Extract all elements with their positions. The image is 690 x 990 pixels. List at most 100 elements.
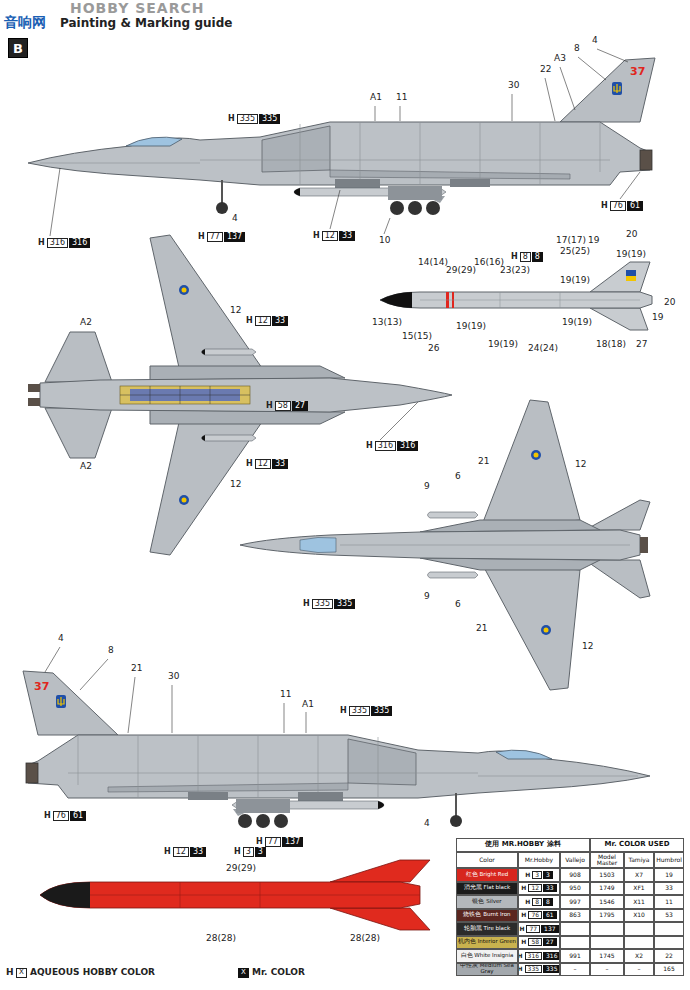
mr-color-code: 8	[532, 252, 543, 262]
table-cell: X10	[624, 909, 654, 923]
illustration-path	[428, 572, 479, 578]
color-swatch: 银色 Silver	[456, 895, 518, 909]
paint-cell: H335335	[518, 963, 560, 977]
illustration-path	[50, 168, 640, 236]
table-cell: XF1	[624, 882, 654, 896]
callout-number: 18(18)	[596, 340, 626, 350]
callout-number: 29(29)	[446, 266, 476, 276]
paint-code: 12	[255, 459, 271, 469]
illustration-path	[480, 400, 580, 530]
illustration-path	[240, 530, 640, 560]
paint-code: 316	[375, 441, 396, 451]
color-name: 烧铁色 Burnt Iron	[463, 912, 510, 918]
paint-callout: H316316	[518, 952, 560, 960]
paint-code: 335	[525, 965, 542, 973]
column-heading: Model Master	[591, 854, 623, 867]
illustration-path	[420, 292, 640, 308]
column-header: Tamiya	[624, 852, 654, 868]
paint-callout: H1233	[164, 847, 206, 857]
callout-number: A3	[554, 54, 566, 64]
column-header: Mr.Hobby	[518, 852, 560, 868]
callout-number: 10	[379, 236, 390, 246]
table-value: 997	[569, 899, 580, 905]
paint-cell: H77137	[518, 922, 560, 936]
paint-code: 316	[47, 238, 68, 248]
table-cell	[560, 936, 590, 950]
column-header: Vallejo	[560, 852, 590, 868]
callout-number: 25(25)	[560, 247, 590, 257]
callout-number: 8	[108, 646, 114, 656]
mr-color-code: 335	[334, 599, 355, 609]
color-name: 白色 White Insignia	[461, 953, 514, 959]
illustration-path	[380, 292, 412, 308]
legend-sample: H	[6, 968, 14, 978]
paint-prefix: H	[38, 239, 45, 247]
paint-prefix: H	[521, 939, 526, 945]
section-badge: B	[8, 38, 28, 58]
callout-number: 20	[626, 230, 637, 240]
mr-color-code: 33	[272, 459, 288, 469]
paint-callout: H77137	[198, 232, 245, 242]
callout-number: 11	[280, 690, 291, 700]
illustration-rect	[28, 384, 40, 392]
column-header: Humbrol	[654, 852, 684, 868]
illustration-path	[330, 860, 430, 882]
paint-code: 3	[243, 847, 254, 857]
paint-callout: H7661	[521, 911, 556, 919]
illustration-path	[45, 647, 306, 733]
mr-color-code: 3	[543, 871, 553, 879]
watermark: HOBBY SEARCH	[70, 1, 204, 16]
paint-prefix: H	[266, 402, 273, 410]
table-cell	[590, 922, 624, 936]
paint-code: 76	[528, 911, 542, 919]
mr-color-code: 137	[282, 837, 303, 847]
table-cell: 165	[654, 963, 684, 977]
callout-number: 29(29)	[226, 864, 256, 874]
paint-callout: H1233	[246, 316, 288, 326]
callout-number: 15(15)	[402, 332, 432, 342]
illustration-path	[90, 882, 420, 908]
paint-callout: H5827	[266, 401, 308, 411]
table-value: 1503	[599, 872, 614, 878]
column-header: Model Master	[590, 852, 624, 868]
color-swatch: 中性灰 Medium Sea Gray	[456, 963, 518, 977]
paint-cell: H316316	[518, 949, 560, 963]
color-swatch: 烧铁色 Burnt Iron	[456, 909, 518, 923]
table-cell: X2	[624, 949, 654, 963]
watermark: 音响网	[4, 15, 46, 30]
callout-number: 4	[58, 634, 64, 644]
mr-color-code: 61	[543, 911, 557, 919]
paint-code: 335	[349, 706, 370, 716]
illustration-path	[202, 349, 206, 355]
paint-callout: H77137	[519, 925, 558, 933]
callout-number: A1	[370, 93, 382, 103]
paint-callout: H316316	[38, 238, 90, 248]
mr-color-code: 27	[292, 401, 308, 411]
callout-number: 19	[588, 236, 599, 246]
table-value: X2	[635, 953, 643, 959]
illustration-path	[40, 882, 90, 908]
paint-callout: H335335	[518, 965, 560, 973]
mr-color-code: 33	[543, 884, 557, 892]
table-value: 22	[665, 953, 673, 959]
callout-number: 22	[540, 65, 551, 75]
callout-number: 30	[168, 672, 179, 682]
paint-prefix: H	[366, 442, 373, 450]
table-value: –	[574, 966, 577, 972]
table-cell: 11	[654, 895, 684, 909]
paint-callout: H316316	[366, 441, 418, 451]
illustration-path	[380, 292, 652, 308]
callout-number: 13(13)	[372, 318, 402, 328]
paint-code: 8	[520, 252, 531, 262]
paint-cell: H33	[518, 868, 560, 882]
paint-callout: H33	[525, 871, 553, 879]
legend-sample: X	[238, 968, 249, 978]
table-cell: –	[590, 963, 624, 977]
illustration-circle	[541, 625, 551, 635]
legend-sample: X	[16, 968, 27, 978]
color-name: 轮胎黑 Tire black	[464, 926, 510, 932]
illustration-circle	[531, 450, 541, 460]
illustration-circle	[179, 495, 189, 505]
color-swatch: 白色 White Insignia	[456, 949, 518, 963]
callout-number: 8	[574, 44, 580, 54]
